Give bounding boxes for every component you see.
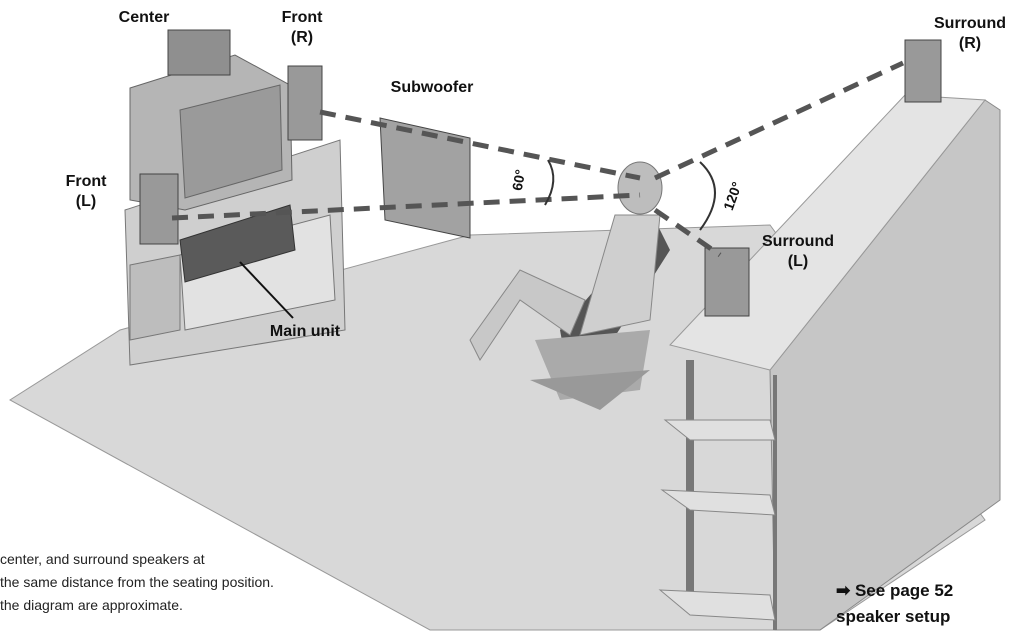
surround-angle-arc	[699, 161, 716, 231]
page-reference: ➡ See page 52 speaker setup	[836, 578, 953, 630]
note-line2: the same distance from the seating posit…	[0, 574, 274, 590]
subwoofer	[379, 117, 471, 239]
note-line3: the diagram are approximate.	[0, 597, 183, 613]
main-unit	[179, 204, 296, 283]
tv	[129, 54, 293, 211]
subwoofer-label: Subwoofer	[390, 79, 474, 96]
surround-l-label: Surround (L)	[748, 232, 848, 272]
front-l-label: Front (L)	[54, 172, 118, 212]
seated-listener	[469, 161, 670, 410]
front-l-label-line1: Front	[65, 173, 107, 190]
surround-r-label-line2: (R)	[958, 35, 982, 52]
right-shelf	[658, 360, 777, 630]
front-l-speaker	[139, 173, 179, 245]
center-label: Center	[118, 9, 170, 26]
main-unit-label: Main unit	[269, 323, 341, 340]
surround-r-label: Surround (R)	[920, 14, 1020, 54]
surround-r-label-line1: Surround	[934, 15, 1006, 32]
surround-r-speaker	[904, 39, 942, 103]
note-line1: center, and surround speakers at	[0, 551, 205, 567]
placement-note: center, and surround speakers at the sam…	[0, 548, 274, 617]
page-reference-line1: ➡ See page 52	[836, 581, 954, 600]
front-r-label-line2: (R)	[290, 29, 314, 46]
front-r-label: Front (R)	[270, 8, 334, 48]
surround-l-label-line1: Surround	[762, 233, 834, 250]
surround-l-speaker	[704, 247, 750, 317]
front-angle-arc	[544, 159, 555, 206]
surround-l-label-line2: (L)	[787, 253, 809, 270]
front-l-label-line2: (L)	[75, 193, 97, 210]
page-reference-line2: speaker setup	[836, 607, 951, 626]
listening-lines	[171, 60, 905, 258]
front-r-speaker	[287, 65, 323, 141]
center-speaker	[167, 29, 231, 76]
front-r-label-line1: Front	[281, 9, 323, 26]
